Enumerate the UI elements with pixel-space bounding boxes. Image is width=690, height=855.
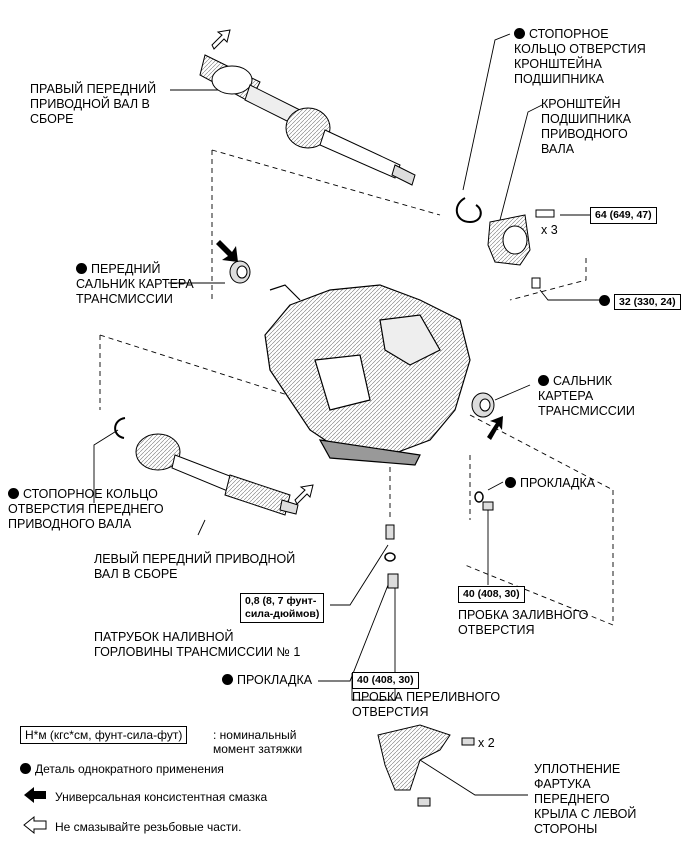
fender-seal-icon xyxy=(377,724,475,807)
torque-filler-plug: 40 (408, 30) xyxy=(458,586,525,603)
legend-non-reusable-icon xyxy=(20,763,31,774)
no-lube-arrow-right-icon xyxy=(211,29,231,50)
snap-ring-bracket-icon xyxy=(455,197,482,224)
non-reusable-icon xyxy=(538,375,549,386)
label-snap-ring-left: СТОПОРНОЕ КОЛЬЦО ОТВЕРСТИЯ ПЕРЕДНЕГО ПРИ… xyxy=(8,487,164,532)
legend-torque-unit: Н*м (кгс*см, фунт-сила-фут) xyxy=(20,726,188,744)
qty-fender-bolts: x 2 xyxy=(478,736,495,750)
non-reusable-icon xyxy=(76,263,87,274)
legend-grease: Универсальная консистентная смазка xyxy=(55,790,268,804)
label-front-seal-text: ПЕРЕДНИЙ САЛЬНИК КАРТЕРА ТРАНСМИССИИ xyxy=(76,262,194,306)
label-snap-ring-left-text: СТОПОРНОЕ КОЛЬЦО ОТВЕРСТИЯ ПЕРЕДНЕГО ПРИ… xyxy=(8,487,164,531)
label-case-seal-text: САЛЬНИК КАРТЕРА ТРАНСМИССИИ xyxy=(538,374,635,418)
label-left-shaft: ЛЕВЫЙ ПЕРЕДНИЙ ПРИВОДНОЙ ВАЛ В СБОРЕ xyxy=(94,552,296,581)
label-bracket-nut-torque: 32 (330, 24) xyxy=(599,294,681,310)
torque-filler-tube: 0,8 (8, 7 фунт- сила-дюймов) xyxy=(240,593,325,623)
label-gasket-right-text: ПРОКЛАДКА xyxy=(520,476,596,490)
right-drive-shaft-icon xyxy=(199,54,416,186)
label-fender-seal: УПЛОТНЕНИЕ ФАРТУКА ПЕРЕДНЕГО КРЫЛА С ЛЕВ… xyxy=(534,762,637,836)
front-seal-icon xyxy=(229,260,251,284)
qty-bolt-bracket: x 3 xyxy=(541,223,558,237)
grease-arrow-front-icon xyxy=(216,240,238,262)
label-gasket-bottom-text: ПРОКЛАДКА xyxy=(237,673,313,687)
filler-plug-icon xyxy=(482,501,494,511)
no-lube-arrow-left-icon xyxy=(294,484,314,505)
legend-grease-arrow-icon xyxy=(24,787,46,803)
label-right-shaft: ПРАВЫЙ ПЕРЕДНИЙ ПРИВОДНОЙ ВАЛ В СБОРЕ xyxy=(30,82,157,126)
torque-bolt-bracket: 64 (649, 47) xyxy=(590,207,657,224)
label-overflow-plug: ПРОБКА ПЕРЕЛИВНОГО ОТВЕРСТИЯ xyxy=(352,690,501,719)
label-gasket-bottom: ПРОКЛАДКА xyxy=(222,673,312,688)
label-filler-plug: ПРОБКА ЗАЛИВНОГО ОТВЕРСТИЯ xyxy=(458,608,589,637)
non-reusable-icon xyxy=(505,477,516,488)
non-reusable-icon xyxy=(8,488,19,499)
legend-non-reusable-text: Деталь однократного применения xyxy=(35,762,224,776)
case-seal-icon xyxy=(471,392,495,418)
torque-bracket-nut: 32 (330, 24) xyxy=(614,294,681,310)
label-snap-ring-bracket: СТОПОРНОЕ КОЛЬЦО ОТВЕРСТИЯ КРОНШТЕЙНА ПО… xyxy=(514,27,646,87)
label-filler-tube: ПАТРУБОК НАЛИВНОЙ ГОРЛОВИНЫ ТРАНСМИССИИ … xyxy=(94,630,301,659)
snap-ring-left-icon xyxy=(114,417,126,439)
grease-arrow-case-icon xyxy=(487,416,503,440)
left-drive-shaft-icon xyxy=(135,433,299,516)
gasket-right-icon xyxy=(474,491,484,503)
torque-overflow-plug: 40 (408, 30) xyxy=(352,672,419,689)
filler-tube-icon xyxy=(385,524,395,540)
non-reusable-icon xyxy=(222,674,233,685)
gasket-bottom-icon xyxy=(384,552,396,562)
leader-lines xyxy=(93,33,600,796)
label-case-seal: САЛЬНИК КАРТЕРА ТРАНСМИССИИ xyxy=(538,374,635,419)
overflow-plug-icon xyxy=(387,573,399,589)
non-reusable-icon xyxy=(514,28,525,39)
label-bearing-bracket: КРОНШТЕЙН ПОДШИПНИКА ПРИВОДНОГО ВАЛА xyxy=(541,97,631,156)
legend-no-lube: Не смазывайте резьбовые части. xyxy=(55,820,242,834)
legend-non-reusable: Деталь однократного применения xyxy=(20,762,224,776)
non-reusable-icon xyxy=(599,295,610,306)
transmission-icon xyxy=(264,284,471,466)
label-gasket-right: ПРОКЛАДКА xyxy=(505,476,595,491)
legend-no-lube-arrow-icon xyxy=(23,815,47,835)
label-front-seal: ПЕРЕДНИЙ САЛЬНИК КАРТЕРА ТРАНСМИССИИ xyxy=(76,262,194,307)
legend-torque-desc: : номинальный момент затяжки xyxy=(213,728,303,756)
label-snap-ring-bracket-text: СТОПОРНОЕ КОЛЬЦО ОТВЕРСТИЯ КРОНШТЕЙНА ПО… xyxy=(514,27,646,86)
bearing-bracket-icon xyxy=(487,209,555,289)
